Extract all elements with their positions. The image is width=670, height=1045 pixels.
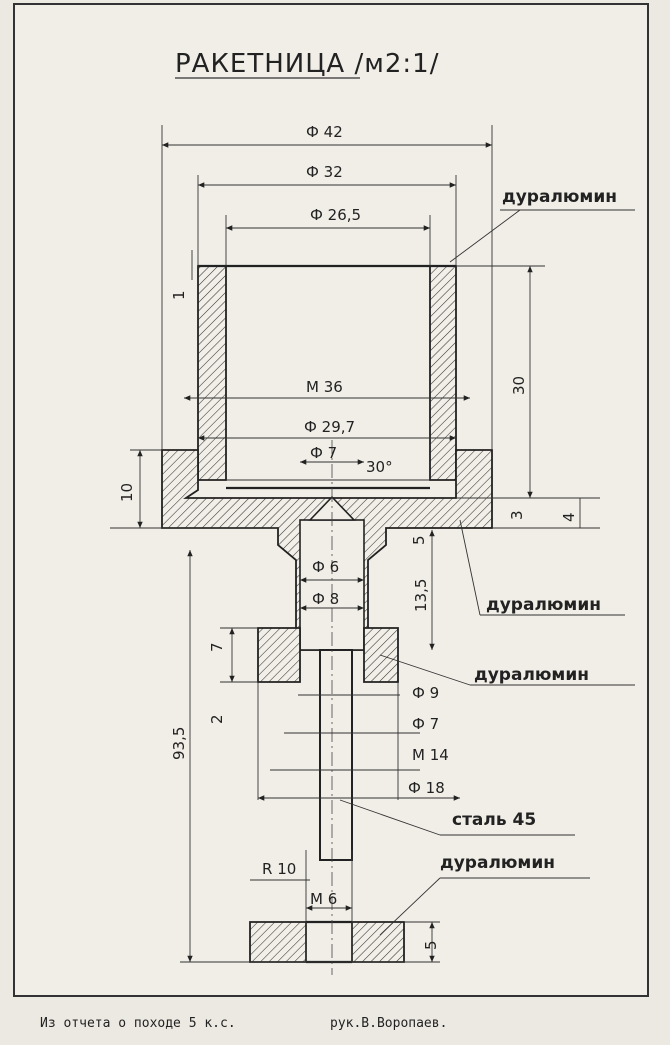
material-label-disc: дуралюмин: [440, 853, 555, 873]
dim-phi7: Ф 7: [412, 715, 439, 733]
dimension-lines: [110, 125, 600, 963]
footer-author: рук.В.Воропаев.: [330, 1016, 447, 1031]
dim-5-mid: 5: [410, 535, 428, 545]
dim-phi9: Ф 9: [412, 684, 439, 702]
dim-30: 30: [510, 376, 528, 395]
dim-93-5: 93,5: [170, 727, 188, 760]
dim-phi29-7: Ф 29,7: [304, 418, 355, 436]
dim-1: 1: [170, 290, 188, 300]
dim-13-5: 13,5: [412, 579, 430, 612]
leader-lines: [339, 209, 635, 936]
dim-phi8: Ф 8: [312, 590, 339, 608]
material-label-top: дуралюмин: [502, 187, 617, 207]
dim-r10: R 10: [262, 860, 296, 878]
drawing-title: РАКЕТНИЦА /м2:1/: [175, 49, 439, 79]
dim-5-bottom: 5: [422, 940, 440, 950]
dim-phi18: Ф 18: [408, 779, 445, 797]
dim-2: 2: [208, 714, 226, 724]
dim-10: 10: [118, 483, 136, 502]
dim-4: 4: [560, 512, 578, 522]
dim-m6: М 6: [310, 890, 337, 908]
material-label-body: дуралюмин: [486, 595, 601, 615]
material-label-nut: дуралюмин: [474, 665, 589, 685]
dim-angle-30: 30°: [366, 458, 393, 476]
dim-m14: М 14: [412, 746, 449, 764]
dim-phi26-5: Ф 26,5: [310, 206, 361, 224]
material-label-rod: сталь 45: [452, 810, 536, 830]
dim-phi6: Ф 6: [312, 558, 339, 576]
steel-rod: [319, 649, 353, 861]
dim-7-left: 7: [208, 642, 226, 652]
footer-source: Из отчета о походе 5 к.с.: [40, 1016, 236, 1031]
dim-3: 3: [508, 510, 526, 520]
dim-m36: М 36: [306, 378, 343, 396]
dim-phi7-top: Ф 7: [310, 444, 337, 462]
material-labels: дуралюмин дуралюмин дуралюмин сталь 45 д…: [440, 187, 617, 873]
disc-part: [249, 850, 405, 964]
dimension-labels: Ф 42 Ф 32 Ф 26,5 1 30 М 36 Ф 29,7 Ф 7 30…: [118, 123, 578, 950]
dim-phi42: Ф 42: [306, 123, 343, 141]
dim-phi32: Ф 32: [306, 163, 343, 181]
